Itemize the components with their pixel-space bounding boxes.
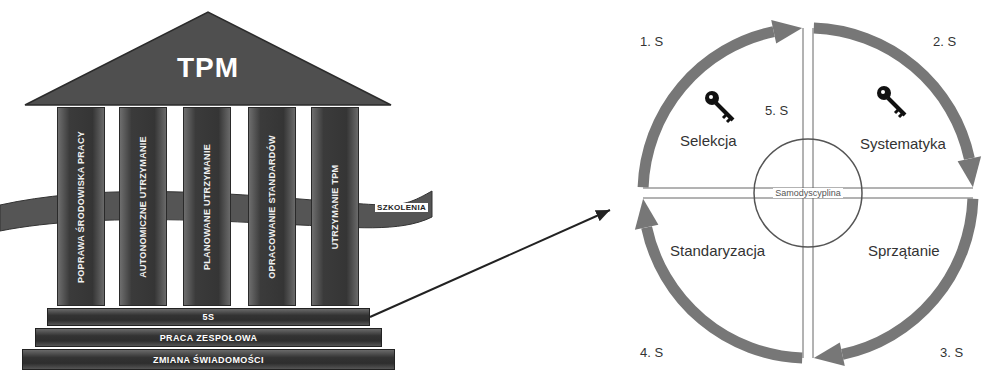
arrowhead [771, 20, 802, 44]
roof-shape [25, 12, 391, 105]
step-label: 5S [203, 312, 215, 322]
cycle-arc [814, 28, 970, 159]
cycle-arrowheads [635, 20, 981, 366]
callout-number: 3. S [940, 345, 963, 360]
pillar-label: POPRAWA ŚRODOWISKA PRACY [76, 130, 86, 282]
step-name: Standaryzacja [670, 242, 765, 259]
arrowhead [958, 156, 982, 187]
cycle-arc [643, 32, 774, 188]
roof-label: TPM [25, 52, 391, 84]
band-shape [0, 191, 432, 231]
pillar-label: OPRACOWANIE STANDARDÓW [267, 135, 277, 278]
cycle-arc [647, 227, 803, 358]
pillar-column: OPRACOWANIE STANDARDÓW [248, 107, 296, 306]
band-label: SZKOLENIA [375, 203, 428, 212]
pillar-column: AUTONOMICZNE UTRZYMANIE [119, 107, 167, 306]
pillar-column: PLANOWANE UTRZYMANIE [183, 107, 231, 306]
key-icon [705, 91, 733, 122]
step-name: Sprzątanie [868, 242, 940, 259]
cycle-quadrant: Standaryzacja [610, 198, 803, 358]
step-name: Selekcja [680, 132, 737, 149]
key-icon [877, 86, 905, 117]
cycle-arrows [643, 28, 973, 358]
callout-number: 1. S [640, 34, 663, 49]
callout-number: 2. S [933, 34, 956, 49]
pillar-label: PLANOWANE UTRZYMANIE [202, 144, 212, 270]
arrowhead [814, 343, 845, 367]
pillar-label: AUTONOMICZNE UTRZYMANIE [138, 136, 148, 278]
arrowhead [635, 199, 659, 230]
circ-label: Samodyscyplina [773, 188, 843, 198]
foundation-step: ZMIANA ŚWIADOMOŚCI [22, 349, 395, 370]
cycle-quadrant: Sprzątanie [813, 198, 973, 358]
connector-arrow [370, 210, 610, 317]
center-circle: Samodyscyplina [753, 138, 863, 248]
quadrant-divider [643, 28, 973, 358]
cycle-quadrant: Systematyka [813, 28, 973, 188]
callout-number: 4. S [640, 345, 663, 360]
foundation-step: PRACA ZESPOŁOWA [35, 328, 382, 347]
step-label: ZMIANA ŚWIADOMOŚCI [153, 355, 264, 365]
step-label: PRACA ZESPOŁOWA [160, 333, 258, 343]
step-name: Systematyka [860, 135, 946, 152]
pillar-label: UTRZYMANIE TPM [330, 164, 340, 249]
foundation-step: 5S [47, 308, 370, 326]
callout-number: 5. S [765, 103, 788, 118]
cycle-arc [842, 199, 973, 355]
pillar-column: POPRAWA ŚRODOWISKA PRACY [57, 107, 105, 306]
roof-triangle: TPM [25, 12, 391, 105]
pillar-column: UTRZYMANIE TPM [311, 107, 359, 306]
circ-shape [754, 139, 862, 247]
